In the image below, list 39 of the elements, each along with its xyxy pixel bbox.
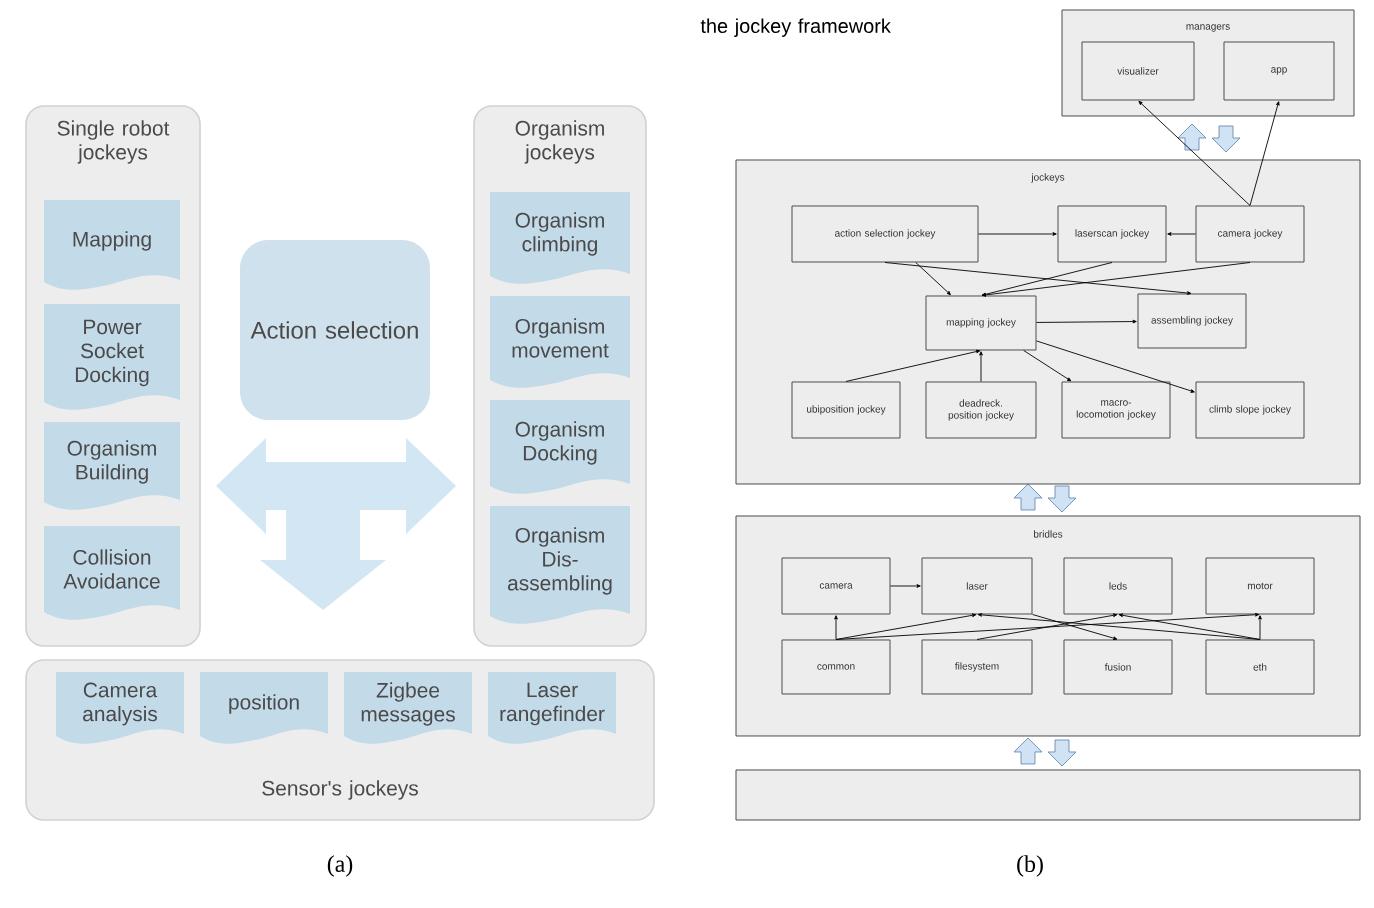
arrow	[979, 351, 983, 382]
document-box: Organism movement	[490, 296, 630, 388]
arrow	[834, 615, 838, 640]
arrow	[1258, 615, 1262, 640]
arrow	[845, 349, 981, 382]
arrow	[1032, 614, 1118, 640]
arrow	[1118, 613, 1261, 640]
arrow	[1167, 232, 1196, 236]
empty-box	[735, 769, 1361, 821]
arrow	[1023, 350, 1072, 382]
document-box: Camera analysis	[56, 672, 184, 744]
panel-label: (b)	[1017, 855, 1043, 877]
arrow	[890, 584, 921, 588]
document-box: Organism Dis-assembling	[490, 506, 630, 624]
arrow	[1036, 319, 1137, 324]
title: the jockey framework	[700, 18, 891, 37]
arrow	[981, 262, 1113, 297]
arrow	[981, 262, 1251, 297]
document-box: Mapping	[44, 200, 180, 290]
document-box: position	[200, 672, 328, 744]
arrow	[1249, 101, 1280, 206]
arrow	[977, 613, 1261, 640]
document-box: Organism Building	[44, 422, 180, 510]
arrow	[1138, 100, 1251, 206]
document-box: Zigbee messages	[344, 672, 472, 744]
arrow	[976, 613, 1118, 640]
document-box: Laser rangefinder	[488, 672, 616, 744]
document-box: Organism Docking	[490, 400, 630, 494]
arrow	[915, 262, 951, 296]
document-box: Organism climbing	[490, 192, 630, 284]
arrow	[978, 232, 1057, 236]
document-box: Power Socket Docking	[44, 304, 180, 410]
arrow	[835, 612, 1260, 640]
panel-label: (a)	[327, 855, 353, 877]
arrow	[835, 613, 977, 640]
document-box: Collision Avoidance	[44, 526, 180, 620]
action-box: Action selection	[240, 240, 430, 420]
arrow	[1036, 340, 1195, 393]
arrow	[884, 262, 1192, 295]
